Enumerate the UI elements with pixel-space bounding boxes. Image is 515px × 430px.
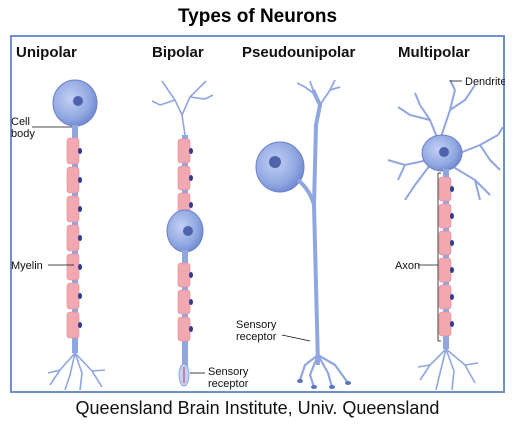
label-cell-body-1: Cell: [11, 116, 30, 128]
unipolar-myelin: [67, 138, 79, 338]
header-bipolar: Bipolar: [152, 44, 204, 61]
unipolar-neuron: [32, 80, 105, 390]
label-myelin: Myelin: [11, 260, 43, 272]
neuron-diagram: Unipolar Bipolar Pseudounipolar Multipol…: [10, 35, 505, 393]
label-axon: Axon: [395, 260, 420, 272]
label-sensory-receptor-pseudo-2: receptor: [236, 331, 277, 343]
header-pseudounipolar: Pseudounipolar: [242, 44, 356, 61]
header-unipolar: Unipolar: [16, 44, 77, 61]
label-cell-body-2: body: [11, 128, 35, 140]
bipolar-neuron: [152, 81, 213, 386]
label-sensory-receptor-bipolar-1: Sensory: [208, 366, 249, 378]
label-dendrite: Dendrite: [465, 76, 505, 88]
header-multipolar: Multipolar: [398, 44, 470, 61]
multipolar-neuron: [388, 80, 503, 390]
image-credit: Queensland Brain Institute, Univ. Queens…: [0, 398, 515, 419]
diagram-title: Types of Neurons: [0, 6, 515, 28]
label-sensory-receptor-pseudo-1: Sensory: [236, 319, 277, 331]
label-sensory-receptor-bipolar-2: receptor: [208, 378, 249, 390]
